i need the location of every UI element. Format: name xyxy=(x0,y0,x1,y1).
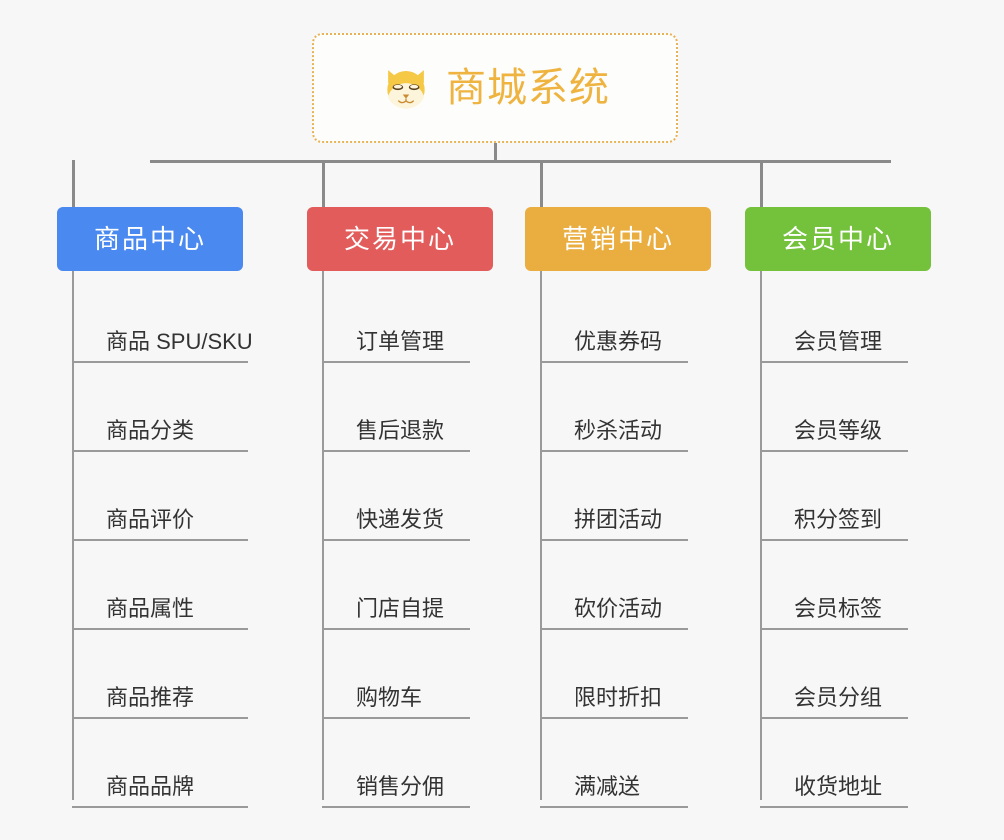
leaf-item-label: 售后退款 xyxy=(356,418,445,443)
leaf-item-underline xyxy=(72,806,248,808)
leaf-item-underline xyxy=(540,361,688,363)
leaf-item-underline xyxy=(72,450,248,452)
category-label: 营销中心 xyxy=(561,224,674,254)
leaf-item-label: 商品属性 xyxy=(106,596,195,621)
leaf-item-label: 优惠券码 xyxy=(574,329,663,354)
connector-drop-1 xyxy=(72,160,75,207)
leaf-spine xyxy=(72,271,74,800)
leaf-item-label: 门店自提 xyxy=(356,596,445,621)
leaf-item-label: 会员管理 xyxy=(794,329,883,354)
root-title: 商城系统 xyxy=(446,66,610,110)
connector-drop-4 xyxy=(760,160,763,207)
leaf-item-underline xyxy=(322,450,470,452)
leaf-item-label: 满减送 xyxy=(574,774,641,799)
leaf-item-underline xyxy=(322,717,470,719)
leaf-item-label: 收货地址 xyxy=(794,774,883,799)
category-label: 交易中心 xyxy=(343,224,456,254)
leaf-item-label: 秒杀活动 xyxy=(574,418,663,443)
category-node-marketing[interactable]: 营销中心 xyxy=(525,207,711,271)
leaf-item-underline xyxy=(540,628,688,630)
leaf-item-underline xyxy=(540,717,688,719)
leaf-item-underline xyxy=(760,450,908,452)
leaf-item-underline xyxy=(72,628,248,630)
leaf-item-label: 商品分类 xyxy=(106,418,195,443)
leaf-item-underline xyxy=(540,539,688,541)
leaf-item-underline xyxy=(72,717,248,719)
leaf-item-underline xyxy=(760,806,908,808)
leaf-item-underline xyxy=(322,539,470,541)
leaf-item-label: 订单管理 xyxy=(356,329,445,354)
leaf-item-label: 会员等级 xyxy=(794,418,883,443)
leaf-spine xyxy=(760,271,762,800)
leaf-item-underline xyxy=(72,361,248,363)
category-node-product[interactable]: 商品中心 xyxy=(57,207,243,271)
leaf-item-label: 商品 SPU/SKU xyxy=(106,329,253,354)
category-node-trade[interactable]: 交易中心 xyxy=(307,207,493,271)
leaf-item-label: 砍价活动 xyxy=(574,596,663,621)
leaf-item-label: 商品推荐 xyxy=(106,685,195,710)
leaf-item-underline xyxy=(760,628,908,630)
leaf-item-label: 积分签到 xyxy=(794,507,883,532)
leaf-item-underline xyxy=(322,628,470,630)
leaf-item-underline xyxy=(760,539,908,541)
connector-horizontal-bus xyxy=(150,160,891,163)
leaf-item-label: 限时折扣 xyxy=(574,685,663,710)
leaf-item-label: 快递发货 xyxy=(356,507,445,532)
leaf-item-label: 购物车 xyxy=(356,685,423,710)
leaf-item-underline xyxy=(322,806,470,808)
leaf-spine xyxy=(540,271,542,800)
leaf-item-label: 会员分组 xyxy=(794,685,883,710)
leaf-spine xyxy=(322,271,324,800)
root-node[interactable]: 商城系统 xyxy=(312,33,678,143)
category-label: 商品中心 xyxy=(93,224,206,254)
leaf-item-label: 会员标签 xyxy=(794,596,883,621)
leaf-item-underline xyxy=(540,806,688,808)
connector-drop-3 xyxy=(540,160,543,207)
shiba-dog-face-icon xyxy=(387,70,425,109)
leaf-item-label: 商品品牌 xyxy=(106,774,195,799)
connector-root-stem xyxy=(494,143,497,162)
connector-drop-2 xyxy=(322,160,325,207)
category-node-member[interactable]: 会员中心 xyxy=(745,207,931,271)
leaf-item-underline xyxy=(540,450,688,452)
leaf-item-label: 销售分佣 xyxy=(356,774,445,799)
leaf-item-label: 商品评价 xyxy=(106,507,195,532)
leaf-item-label: 拼团活动 xyxy=(574,507,663,532)
leaf-item-underline xyxy=(322,361,470,363)
category-label: 会员中心 xyxy=(781,224,894,254)
leaf-item-underline xyxy=(72,539,248,541)
leaf-item-underline xyxy=(760,717,908,719)
leaf-item-underline xyxy=(760,361,908,363)
